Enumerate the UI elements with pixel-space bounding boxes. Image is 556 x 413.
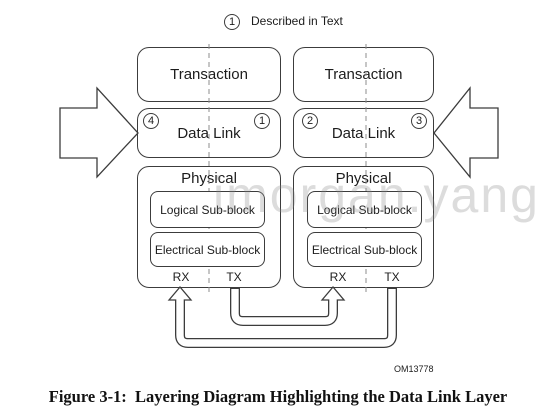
- tube-left-tx-to-right-rx-inner: [231, 289, 337, 325]
- right-transaction-label: Transaction: [324, 66, 403, 83]
- right-data-link-marker-tx: 2: [302, 113, 318, 129]
- left-input-arrow: [59, 86, 139, 179]
- right-data-link-marker-rx: 3: [411, 113, 427, 129]
- left-logical-sub-block: Logical Sub-block: [150, 191, 265, 228]
- left-data-link-marker-rx: 4: [143, 113, 159, 129]
- right-tx-label: TX: [384, 270, 400, 284]
- legend-marker: 1: [224, 14, 240, 30]
- right-logical-sub-block: Logical Sub-block: [307, 191, 422, 228]
- figure-caption: Figure 3-1: Layering Diagram Highlightin…: [48, 387, 508, 406]
- left-rx-label: RX: [172, 270, 190, 284]
- right-rx-label: RX: [329, 270, 347, 284]
- right-input-arrow: [433, 86, 499, 179]
- right-physical-label: Physical: [335, 170, 392, 187]
- right-data-link-layer: Data Link: [293, 108, 434, 158]
- right-transaction-layer: Transaction: [293, 47, 434, 102]
- left-electrical-sub-block: Electrical Sub-block: [150, 232, 265, 267]
- right-physical-layer: Physical: [293, 166, 434, 288]
- right-electrical-sub-block: Electrical Sub-block: [307, 232, 422, 267]
- figure-code: OM13778: [394, 364, 434, 374]
- tube-right-tx-to-left-rx-inner: [176, 289, 396, 347]
- right-data-link-label: Data Link: [331, 124, 396, 142]
- left-physical-label: Physical: [181, 170, 237, 187]
- left-data-link-label: Data Link: [177, 124, 241, 142]
- left-tx-label: TX: [226, 270, 242, 284]
- left-data-link-marker-tx: 1: [254, 113, 270, 129]
- legend-text: Described in Text: [251, 14, 343, 28]
